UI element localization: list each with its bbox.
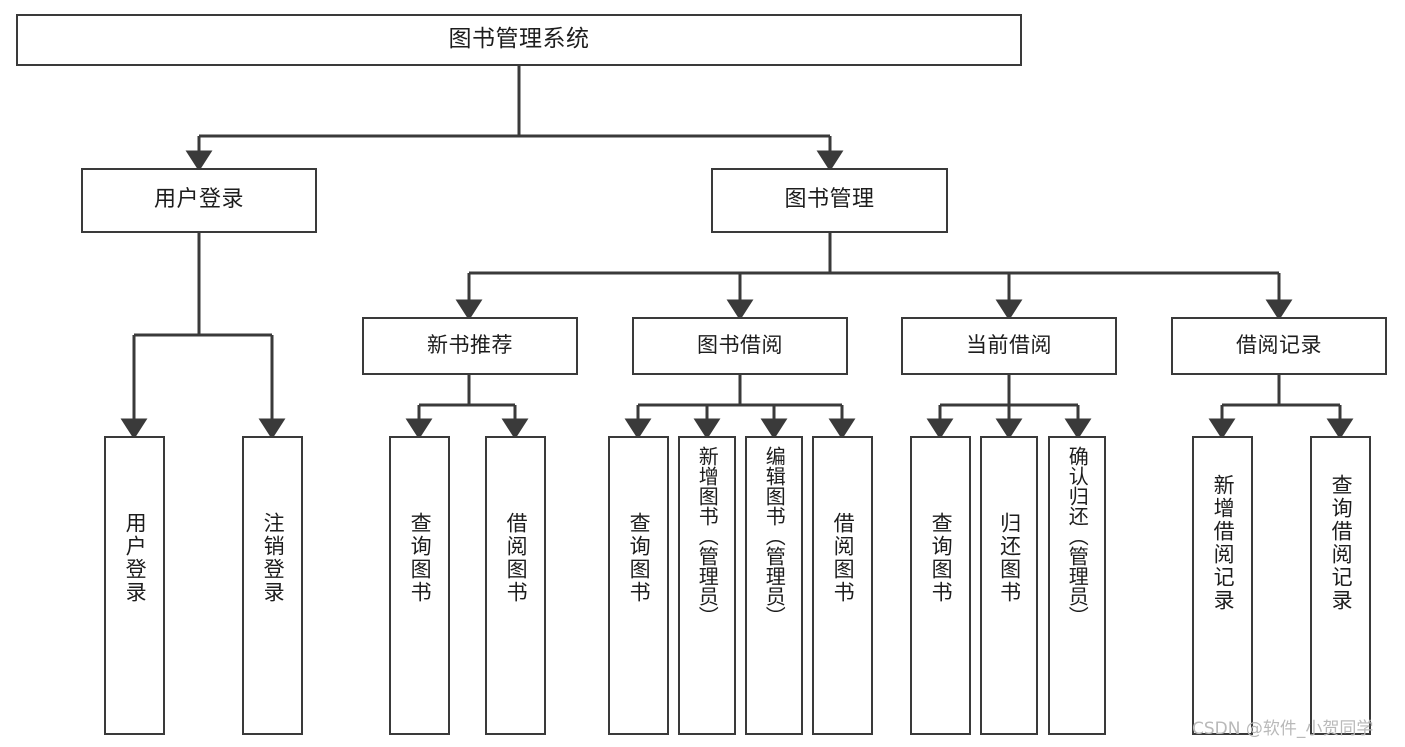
node-leaf-query-book-2[interactable]: 查询图书 [608, 436, 669, 735]
node-leaf-query-book-3[interactable]: 查询图书 [910, 436, 971, 735]
node-book-borrow[interactable]: 图书借阅 [632, 317, 848, 375]
node-leaf-query-book-3-label: 查询图书 [929, 512, 954, 604]
node-book-management-label: 图书管理 [784, 187, 875, 213]
node-book-borrow-label: 图书借阅 [697, 333, 783, 358]
node-leaf-add-record[interactable]: 新增借阅记录 [1192, 436, 1253, 735]
node-leaf-add-record-label: 新增借阅记录 [1211, 474, 1236, 612]
node-leaf-add-book-label: 新增图书（管理员） [695, 446, 720, 626]
node-leaf-confirm-return-label: 确认归还（管理员） [1065, 446, 1090, 626]
node-user-login-label: 用户登录 [153, 187, 244, 213]
node-root[interactable]: 图书管理系统 [16, 14, 1022, 66]
node-leaf-query-record[interactable]: 查询借阅记录 [1310, 436, 1371, 735]
node-user-login[interactable]: 用户登录 [81, 168, 317, 233]
node-leaf-query-book-1-label: 查询图书 [408, 512, 433, 604]
node-leaf-edit-book-label: 编辑图书（管理员） [762, 446, 787, 626]
node-leaf-borrow-book-1[interactable]: 借阅图书 [485, 436, 546, 735]
node-leaf-query-book-1[interactable]: 查询图书 [389, 436, 450, 735]
node-borrow-record-label: 借阅记录 [1236, 333, 1322, 358]
node-new-book-recommend[interactable]: 新书推荐 [362, 317, 578, 375]
node-leaf-edit-book[interactable]: 编辑图书（管理员） [745, 436, 803, 735]
node-book-management[interactable]: 图书管理 [711, 168, 948, 233]
csdn-watermark: CSDN @软件_小贺同学 [1192, 719, 1374, 739]
node-leaf-borrow-book-2-label: 借阅图书 [831, 512, 856, 604]
node-leaf-query-record-label: 查询借阅记录 [1329, 474, 1354, 612]
node-leaf-user-login-label: 用户登录 [123, 512, 148, 604]
node-leaf-user-login[interactable]: 用户登录 [104, 436, 165, 735]
node-current-borrow-label: 当前借阅 [966, 333, 1052, 358]
node-leaf-query-book-2-label: 查询图书 [627, 512, 652, 604]
node-leaf-add-book[interactable]: 新增图书（管理员） [678, 436, 736, 735]
node-leaf-borrow-book-2[interactable]: 借阅图书 [812, 436, 873, 735]
node-leaf-borrow-book-1-label: 借阅图书 [504, 512, 529, 604]
node-current-borrow[interactable]: 当前借阅 [901, 317, 1117, 375]
node-leaf-logout-label: 注销登录 [261, 512, 286, 604]
node-leaf-return-book-label: 归还图书 [997, 512, 1022, 604]
node-new-book-recommend-label: 新书推荐 [427, 333, 513, 358]
node-root-label: 图书管理系统 [448, 26, 590, 53]
node-leaf-confirm-return[interactable]: 确认归还（管理员） [1048, 436, 1106, 735]
node-leaf-logout[interactable]: 注销登录 [242, 436, 303, 735]
node-leaf-return-book[interactable]: 归还图书 [980, 436, 1038, 735]
node-borrow-record[interactable]: 借阅记录 [1171, 317, 1387, 375]
